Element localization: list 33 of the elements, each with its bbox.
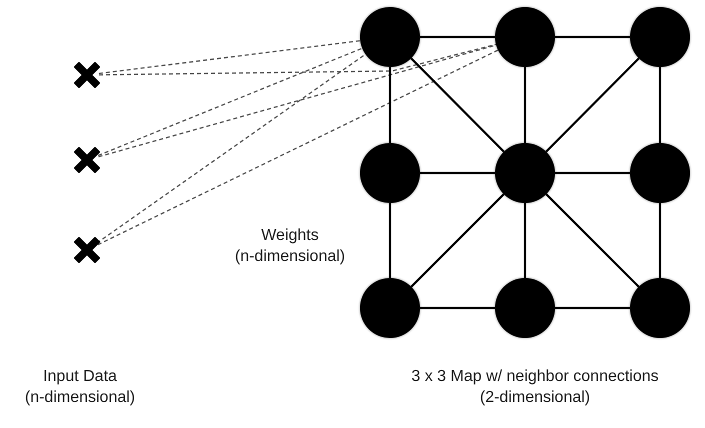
dashed-line: [98, 44, 496, 158]
connection-line: [388, 203, 392, 278]
connection-line: [555, 36, 630, 38]
connection-line: [524, 203, 526, 278]
connection-line: [524, 67, 526, 143]
dashed-line: [98, 40, 360, 74]
connection-line: [555, 172, 630, 174]
dashed-line: [99, 44, 496, 76]
dashed-line: [98, 50, 498, 246]
connection-line: [545, 58, 640, 152]
connection-line: [420, 172, 495, 174]
map-node-circle: [495, 7, 555, 67]
map-node-circle: [495, 278, 555, 338]
dashed-line: [98, 48, 362, 156]
map-node-circle: [495, 143, 555, 203]
connection-line: [658, 203, 662, 278]
caption-text: Weights (n-dimensional): [234, 226, 346, 267]
connection-line: [410, 58, 505, 152]
connection-line: [420, 36, 495, 38]
map-node-circle: [630, 7, 690, 67]
connection-line: [420, 306, 495, 310]
connection-line: [410, 193, 505, 288]
caption-text: Input Data (n-dimensional): [24, 367, 136, 408]
map-node-circle: [360, 278, 420, 338]
connection-line: [388, 67, 392, 143]
connection-line: [545, 193, 640, 288]
caption-text: 3 x 3 Map w/ neighbor connections (2-dimensional): [410, 367, 660, 408]
map-node-circle: [360, 143, 420, 203]
map-node-circle: [630, 278, 690, 338]
connection-line: [658, 67, 662, 143]
map-node-circle: [630, 143, 690, 203]
map-node-circle: [360, 7, 420, 67]
connection-line: [555, 306, 630, 310]
